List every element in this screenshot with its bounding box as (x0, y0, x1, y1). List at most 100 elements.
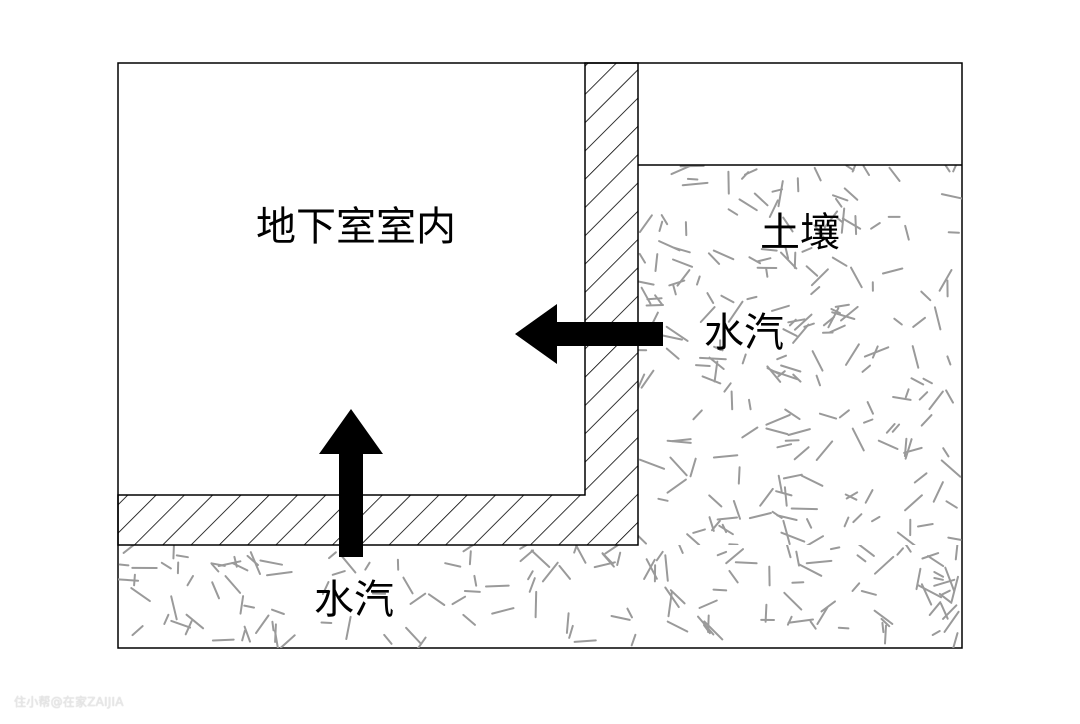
soil-speck (727, 208, 739, 216)
soil-speck (402, 576, 414, 595)
soil-speck (703, 620, 724, 641)
soil-speck (217, 560, 242, 567)
vapor-label-bottom: 水汽 (314, 577, 394, 623)
soil-speck (913, 472, 928, 484)
soil-speck (915, 567, 922, 591)
soil-speck (241, 629, 246, 642)
soil-speck (748, 512, 772, 520)
soil-speck (271, 608, 285, 615)
soil-speck (850, 266, 863, 289)
soil-speck (716, 550, 728, 557)
soil-speck (806, 518, 813, 529)
soil-speck (941, 589, 951, 596)
soil-speck (777, 370, 786, 378)
arrow-left-vapor (515, 304, 663, 364)
soil-speck (775, 490, 793, 497)
soil-speck (701, 375, 722, 385)
soil-speck (829, 546, 841, 551)
soil-speck (573, 639, 597, 643)
soil-speck (800, 474, 824, 487)
soil-speck (950, 575, 959, 603)
soil-speck (912, 316, 926, 328)
soil-speck (664, 554, 669, 582)
soil-speck (689, 457, 697, 478)
soil-speck (681, 181, 709, 187)
soil-speck (922, 377, 933, 385)
soil-speck (274, 629, 279, 648)
soil-speck (163, 613, 170, 625)
soil-speck (699, 356, 727, 361)
soil-speck (927, 555, 945, 568)
soil-speck (737, 466, 741, 485)
soil-speck (730, 390, 734, 411)
soil-speck (816, 606, 829, 625)
soil-speck (920, 290, 932, 302)
interior-label: 地下室室内 (256, 204, 456, 250)
soil-speck (409, 592, 427, 605)
soil-speck (873, 609, 894, 625)
soil-speck (664, 586, 680, 609)
soil-speck (672, 284, 677, 296)
soil-speck (672, 258, 694, 268)
soil-speck (527, 570, 534, 581)
soil-speck (462, 545, 475, 553)
soil-speck (659, 334, 683, 341)
soil-speck (716, 516, 738, 521)
soil-speck (695, 364, 711, 367)
soil-speck (881, 621, 885, 634)
soil-speck (760, 248, 778, 252)
soil-speck (707, 252, 721, 265)
soil-speck (810, 286, 821, 296)
soil-speck (660, 214, 669, 226)
soil-speck (837, 626, 850, 630)
soil-speck (706, 292, 715, 304)
soil-speck (530, 549, 551, 568)
soil-speck (928, 601, 942, 616)
soil-speck (720, 294, 735, 304)
soil-speck (699, 306, 716, 323)
soil-speck (645, 304, 664, 307)
soil-speck (568, 624, 574, 639)
vapor-label-side: 水汽 (704, 310, 784, 356)
soil-speck (279, 634, 296, 648)
soil-speck (328, 551, 337, 560)
soil-speck (170, 595, 178, 621)
soil-speck (746, 295, 758, 301)
soil-speck (831, 311, 856, 320)
soil-speck (331, 570, 346, 576)
soil-speck (565, 612, 570, 634)
soil-speck (845, 491, 859, 500)
soil-speck (843, 187, 859, 201)
soil-speck (851, 165, 857, 173)
soil-speck (942, 447, 950, 458)
soil-speck (703, 624, 711, 635)
soil-speck (468, 550, 472, 566)
soil-speck (444, 562, 462, 568)
soil-speck (676, 269, 691, 287)
soil-speck (790, 507, 818, 511)
soil-speck (784, 439, 800, 442)
soil-speck (823, 210, 839, 229)
soil-speck (697, 615, 715, 636)
soil-speck (655, 550, 664, 562)
soil-speck (795, 550, 800, 567)
soil-speck (947, 231, 960, 234)
soil-speck (753, 192, 769, 207)
soil-speck (718, 524, 734, 536)
soil-speck (485, 584, 510, 588)
soil-speck (928, 390, 944, 411)
soil-speck (917, 584, 943, 599)
soil-speck (904, 494, 923, 512)
soil-speck (665, 347, 680, 360)
soil-speck (871, 515, 881, 523)
soil-speck (811, 350, 824, 372)
soil-speck (185, 613, 205, 630)
soil-speck (777, 180, 784, 208)
soil-speck (266, 571, 293, 577)
soil-speck (765, 427, 789, 436)
soil-speck (610, 615, 631, 621)
soil-speck (666, 620, 689, 633)
soil-speck (462, 613, 476, 626)
soil-speck (801, 247, 813, 253)
soil-speck (638, 534, 647, 545)
